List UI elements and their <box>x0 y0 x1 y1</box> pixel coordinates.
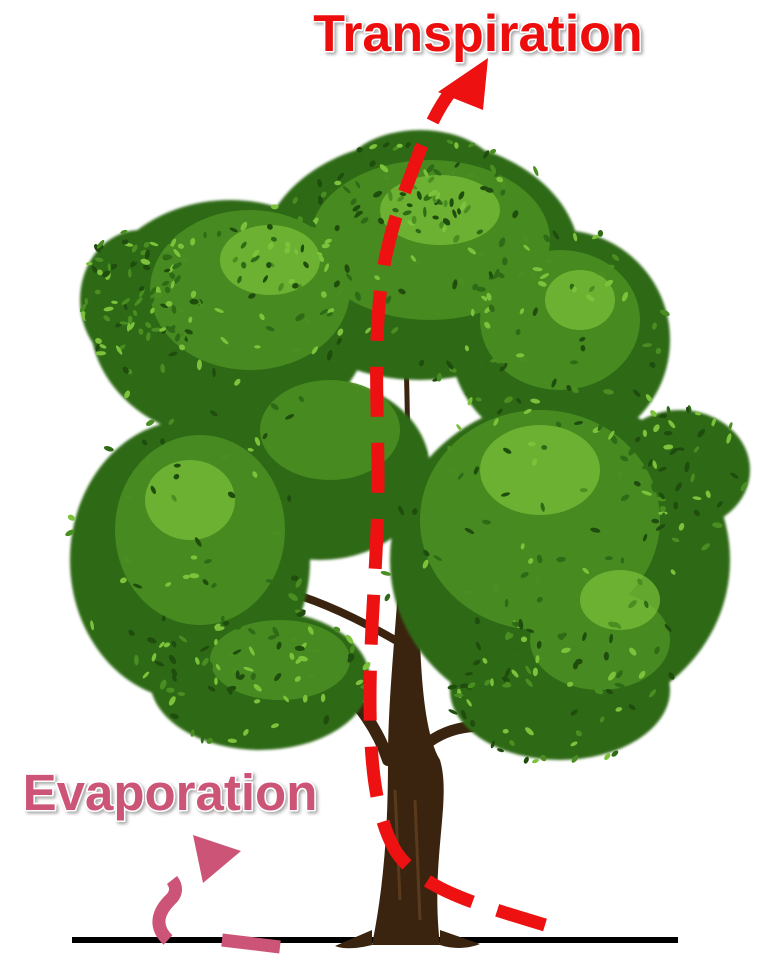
leaf <box>604 652 609 661</box>
evaporation-arrowhead <box>193 835 241 883</box>
leaf <box>380 570 391 576</box>
leaf <box>503 729 509 734</box>
evaporation-path <box>159 835 280 947</box>
leaf <box>580 488 588 492</box>
leaf <box>660 506 666 511</box>
leaf <box>532 165 540 176</box>
transpiration-label: Transpiration <box>313 5 642 63</box>
leaf <box>214 677 218 685</box>
leaf <box>471 309 475 317</box>
tree-illustration <box>64 130 750 948</box>
leaf <box>501 181 506 190</box>
leaf <box>67 513 76 522</box>
leaf <box>103 445 114 453</box>
leaf <box>383 593 391 602</box>
leaf <box>531 758 539 764</box>
leaf <box>523 756 530 764</box>
evaporation-label: Evaporation <box>23 764 318 821</box>
leaf <box>455 423 463 431</box>
leaf <box>271 204 278 209</box>
leaf <box>664 431 673 436</box>
